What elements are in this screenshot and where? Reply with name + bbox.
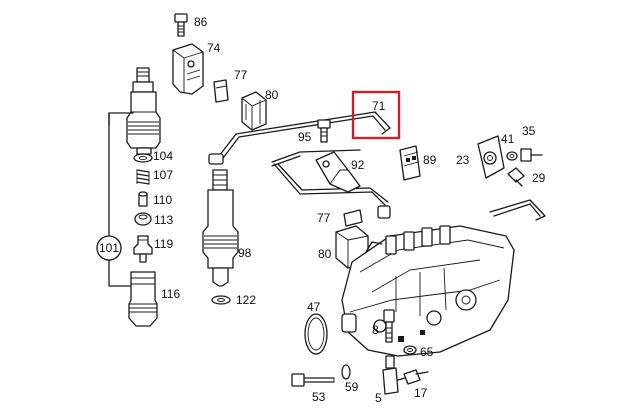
callout-113: 113 [154,213,173,227]
callout-101: 101 [99,241,119,255]
callout-92: 92 [351,158,365,172]
bolt-17 [403,369,429,385]
callout-71[interactable]: 71 [372,99,386,113]
callout-98: 98 [238,246,252,260]
injector-98 [202,169,239,305]
callout-17: 17 [414,386,428,400]
injector-nozzle-assembly [108,67,161,327]
washer-41 [506,151,518,161]
callout-59: 59 [345,380,359,394]
washer-65 [403,345,417,355]
callout-89: 89 [423,153,437,167]
callout-80-lower: 80 [318,247,332,261]
callout-77-top: 77 [234,68,248,82]
callout-29: 29 [532,171,546,185]
clamp-74 [172,43,204,95]
callout-110: 110 [153,193,172,207]
fuel-line-92 [271,149,546,221]
callout-74: 74 [207,41,221,55]
bolt-35 [520,148,543,162]
callout-86: 86 [194,15,208,29]
callout-95: 95 [298,130,312,144]
callout-122: 122 [236,293,256,307]
bracket-92 [315,151,361,193]
callout-119: 119 [154,237,173,251]
callout-107: 107 [153,168,173,182]
callout-80-top: 80 [265,88,279,102]
callout-5: 5 [375,391,382,405]
clip-89 [399,145,421,181]
callout-116: 116 [161,287,180,301]
o-ring-47 [304,313,328,355]
clip-77-lower [343,209,363,227]
fitting-5 [382,355,413,395]
callout-53: 53 [312,390,326,404]
highlight-box-71 [351,90,401,140]
callout-101-circle [96,235,122,261]
bracket-23 [477,135,505,179]
callout-23: 23 [456,153,470,167]
callout-104: 104 [153,149,173,163]
fuel-line-71 [208,111,391,165]
bolt-29 [507,167,525,187]
bolt-86 [174,13,188,37]
callout-labels: 86 74 77 80 71 95 41 35 23 89 92 29 104 … [99,15,546,405]
callout-35: 35 [522,124,536,138]
bolt-95 [317,119,331,143]
bolt-53 [291,373,335,387]
callout-65: 65 [420,345,434,359]
clip-77-top [213,79,229,103]
callout-8: 8 [372,323,379,337]
washer-59 [341,364,351,380]
clip-80-top [241,91,267,131]
bolt-8 [383,309,395,343]
callout-47: 47 [307,300,321,314]
callout-77-lower: 77 [317,211,331,225]
callout-41: 41 [501,132,515,146]
injection-pump [341,225,515,357]
